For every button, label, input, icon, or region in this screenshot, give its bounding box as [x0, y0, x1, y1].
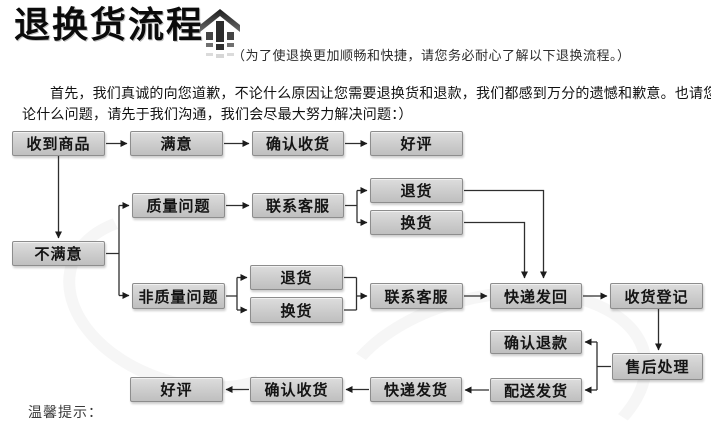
flow-node-receipt-register: 收货登记 — [610, 283, 703, 309]
tagline: （为了使退换更加顺畅和快捷，请您务必耐心了解以下退换流程。） — [232, 49, 631, 64]
flow-node-received: 收到商品 — [12, 131, 105, 156]
footer-note: 温馨提示： — [28, 405, 103, 421]
flow-node-express-ship: 快递发货 — [370, 377, 462, 402]
flow-node-return-2: 退货 — [250, 265, 343, 290]
flow-node-quality-issue: 质量问题 — [132, 193, 225, 218]
flow-node-exchange-2: 换货 — [250, 297, 343, 323]
page-title: 退换货流程 — [14, 5, 205, 46]
flow-node-express-return: 快递发回 — [490, 283, 582, 309]
flow-node-non-quality-issue: 非质量问题 — [132, 283, 225, 309]
intro-line-1: 首先，我们真诚的向您道歉，不论什么原因让您需要退换货和退款，我们都感到万分的遗憾… — [50, 86, 711, 102]
flow-node-return-1: 退货 — [370, 178, 463, 203]
flow-node-delivery-ship: 配送发货 — [490, 378, 582, 402]
flow-node-contact-cs-1: 联系客服 — [252, 193, 344, 218]
home-arrow-icon — [200, 9, 240, 58]
flow-node-good-review-2: 好评 — [130, 377, 223, 402]
flow-node-confirm-receipt-2: 确认收货 — [250, 377, 343, 402]
intro-paragraph: 首先，我们真诚的向您道歉，不论什么原因让您需要退换货和退款，我们都感到万分的遗憾… — [22, 84, 711, 126]
flow-node-unsatisfied: 不满意 — [12, 241, 105, 266]
flow-node-exchange-1: 换货 — [370, 210, 463, 235]
flow-node-contact-cs-2: 联系客服 — [370, 283, 463, 309]
flow-node-confirm-refund: 确认退款 — [490, 330, 582, 354]
intro-line-2: 论什么问题，请先于我们沟通，我们会尽最大努力解决问题：） — [22, 107, 413, 123]
flow-node-satisfied: 满意 — [130, 131, 223, 156]
flow-node-after-sales: 售后处理 — [612, 353, 703, 380]
flow-node-good-review-1: 好评 — [370, 131, 463, 156]
flow-node-confirm-receipt-1: 确认收货 — [252, 131, 344, 156]
